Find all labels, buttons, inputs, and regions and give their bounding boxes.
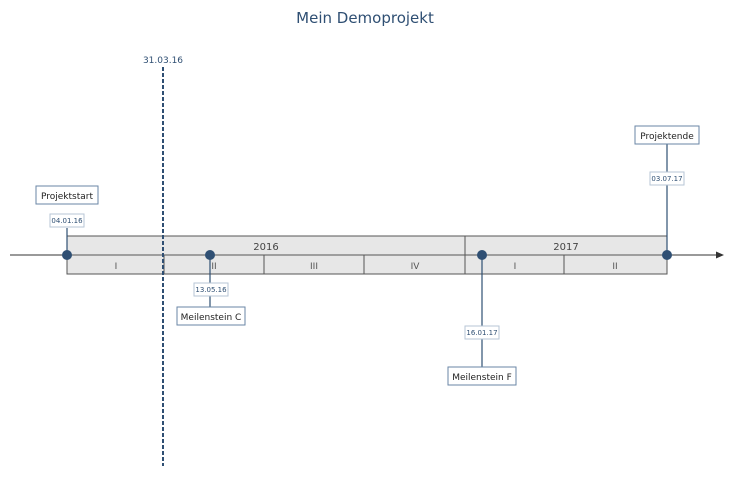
milestone-name: Meilenstein C — [181, 313, 242, 323]
today-label: 31.03.16 — [143, 56, 183, 66]
quarter-cell — [563, 254, 668, 275]
milestone-dot[interactable] — [477, 250, 487, 260]
today-marker: 31.03.16 — [143, 56, 183, 466]
milestone-date: 03.07.17 — [651, 175, 682, 183]
milestone-name-box — [634, 125, 700, 145]
quarter-label: III — [310, 262, 318, 272]
milestone-date: 16.01.17 — [466, 329, 497, 337]
milestone-meilenstein-c[interactable]: 13.05.16 Meilenstein C — [176, 250, 246, 326]
milestone-dot[interactable] — [205, 250, 215, 260]
milestone-meilenstein-f[interactable]: 16.01.17 Meilenstein F — [447, 250, 517, 386]
quarter-label: IV — [411, 262, 421, 272]
quarter-label: I — [514, 262, 517, 272]
milestone-name-box — [35, 185, 99, 205]
milestone-dot[interactable] — [662, 250, 672, 260]
quarter-label: II — [211, 262, 216, 272]
milestone-date: 04.01.16 — [51, 217, 83, 225]
milestone-name: Meilenstein F — [452, 373, 512, 383]
milestone-name-box — [176, 306, 246, 326]
milestone-projektstart[interactable]: Projektstart 04.01.16 — [35, 185, 99, 260]
milestone-date-box — [649, 171, 685, 186]
quarter-label: I — [115, 262, 118, 272]
milestone-date-box — [49, 213, 85, 228]
axis-arrow-icon — [716, 251, 724, 259]
quarter-label: II — [612, 262, 617, 272]
year-band: 2016 2017 — [66, 235, 668, 256]
milestone-date-box — [193, 282, 229, 297]
quarter-band: I II III IV I II — [66, 254, 668, 275]
page-title: Mein Demoprojekt — [296, 9, 434, 27]
milestone-dot[interactable] — [62, 250, 72, 260]
year-label: 2016 — [253, 242, 278, 253]
milestone-projektende[interactable]: Projektende 03.07.17 — [634, 125, 700, 260]
year-label: 2017 — [553, 242, 578, 253]
milestone-date-box — [464, 325, 500, 340]
milestone-date: 13.05.16 — [195, 286, 227, 294]
milestone-name: Projektstart — [41, 192, 93, 202]
milestone-name-box — [447, 366, 517, 386]
milestone-name: Projektende — [640, 132, 694, 142]
